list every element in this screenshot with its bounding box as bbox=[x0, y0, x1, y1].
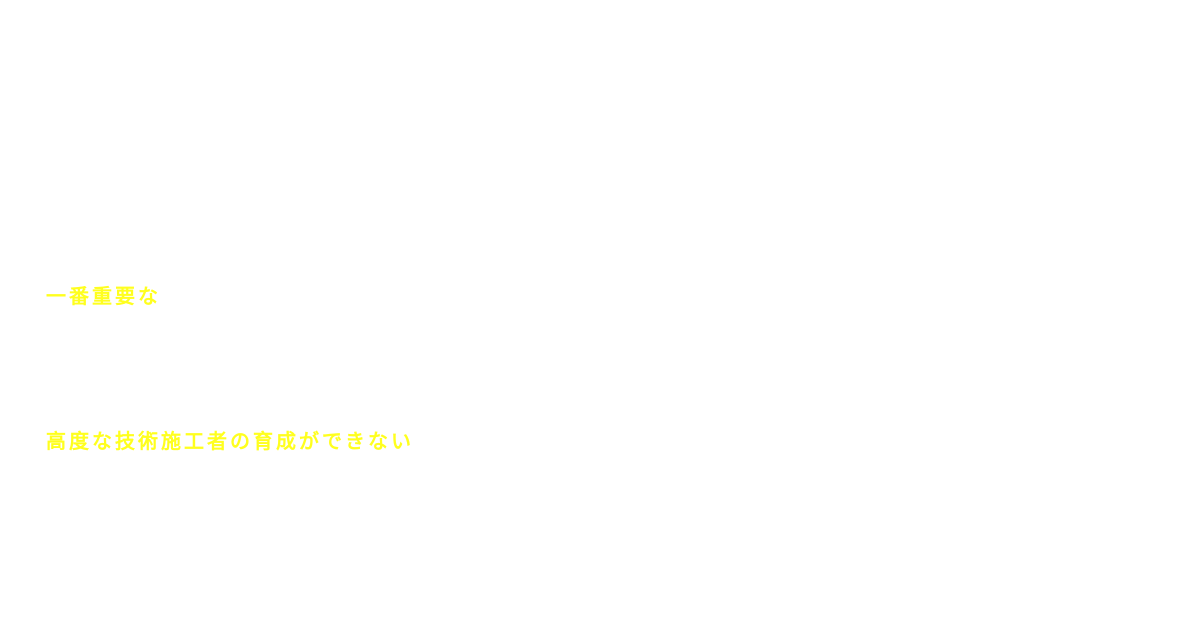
highlight-text-heading: 一番重要な bbox=[46, 284, 161, 308]
highlight-text-statement: 高度な技術施工者の育成ができない bbox=[46, 429, 414, 453]
